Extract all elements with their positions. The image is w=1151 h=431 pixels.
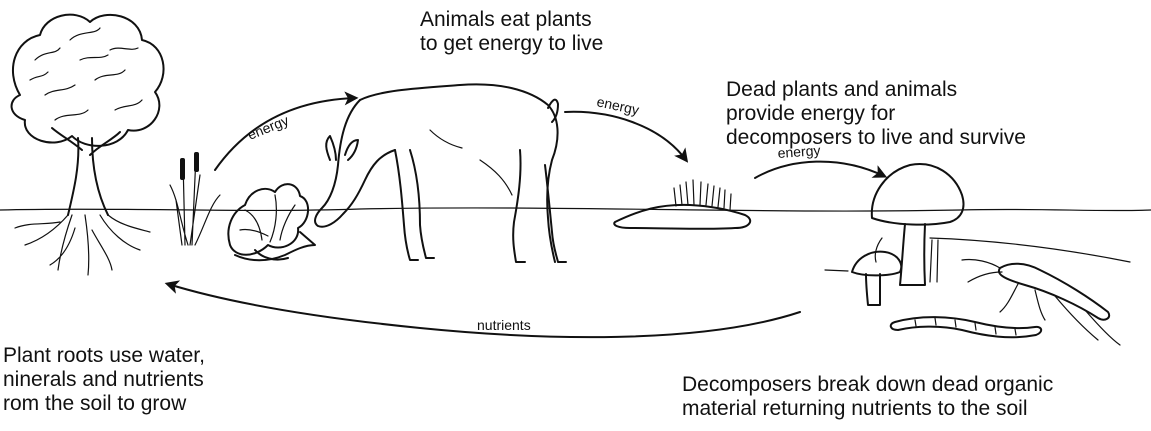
caption-roots-line-3: rom the soil to grow	[3, 392, 205, 416]
worm-icon	[891, 317, 1041, 337]
tree-icon	[12, 15, 164, 275]
plant-icon	[228, 184, 315, 260]
energy-arrow-2	[565, 112, 686, 160]
dead-matter-icon	[614, 180, 750, 229]
caption-animals-line-2: to get energy to live	[420, 32, 603, 56]
caption-roots-line-2: ninerals and nutrients	[3, 368, 205, 392]
ground-line	[0, 208, 1151, 211]
energy-arrow-3	[755, 162, 884, 178]
caption-decomposers-line-1: Decomposers break down dead organic	[682, 373, 1053, 397]
caption-dead-line-1: Dead plants and animals	[726, 78, 1026, 102]
deer-icon	[315, 84, 566, 262]
caption-roots-line-1: Plant roots use water,	[3, 344, 205, 368]
energy-arrow-1	[215, 98, 355, 170]
caption-decomposers: Decomposers break down dead organic mate…	[682, 373, 1053, 421]
ground-line-right	[930, 238, 1130, 262]
mushroom-icon	[825, 164, 964, 305]
energy-label-1: energy	[245, 112, 291, 143]
caption-dead: Dead plants and animals provide energy f…	[726, 78, 1026, 150]
caption-decomposers-line-2: material returning nutrients to the soil	[682, 397, 1053, 421]
caption-dead-line-2: provide energy for	[726, 102, 1026, 126]
caption-dead-line-3: decomposers to live and survive	[726, 126, 1026, 150]
caption-animals-line-1: Animals eat plants	[420, 8, 603, 32]
grass-icon	[170, 152, 220, 245]
nutrients-label: nutrients	[477, 317, 531, 333]
caption-roots: Plant roots use water, ninerals and nutr…	[3, 344, 205, 416]
caption-animals: Animals eat plants to get energy to live	[420, 8, 603, 56]
